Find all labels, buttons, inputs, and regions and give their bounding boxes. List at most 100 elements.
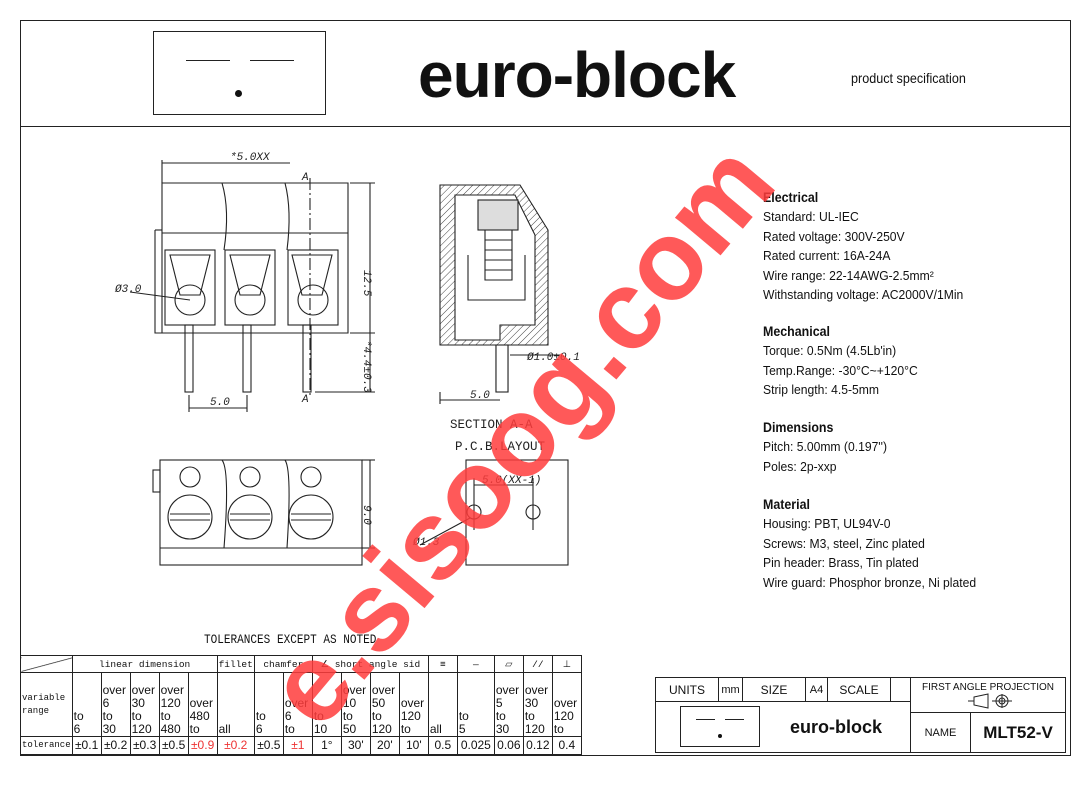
- drawing-frame: [20, 20, 1071, 756]
- spec-line: Screws: M3, steel, Zinc plated: [763, 535, 925, 551]
- first-angle-projection-icon: [968, 692, 1012, 709]
- tolerance-value: 0.06: [493, 736, 524, 755]
- size-label: SIZE: [742, 677, 806, 702]
- spec-line: Temp.Range: -30°C~+120°C: [763, 362, 918, 378]
- dim-pcb-pitch: 5.0(XX-1): [482, 475, 541, 487]
- spec-line: Withstanding voltage: AC2000V/1Min: [763, 287, 964, 303]
- tolerance-value: ±1: [282, 736, 313, 755]
- perpendicularity-icon: ⊥: [551, 655, 582, 673]
- section-view: [439, 184, 560, 404]
- spec-heading: Dimensions: [763, 420, 834, 435]
- title-block-brand: euro-block: [790, 717, 883, 737]
- front-view: [129, 160, 375, 412]
- tolerance-value: ±0.9: [187, 736, 218, 755]
- spec-electrical: Electrical Standard: UL-IEC Rated voltag…: [763, 188, 963, 304]
- flatness-icon: ▱: [493, 655, 524, 673]
- projection-box: FIRST ANGLE PROJECTION: [910, 677, 1066, 713]
- dim-pcb-hole: Ø1.3: [412, 537, 440, 549]
- range-cell: over 480 to: [187, 672, 218, 737]
- spec-heading: Material: [763, 497, 810, 512]
- spec-material: Material Housing: PBT, UL94V-0 Screws: M…: [763, 495, 976, 592]
- terminal-cavity: [287, 249, 339, 326]
- dim-height: 12.5: [360, 270, 372, 297]
- units-value: mm: [718, 677, 743, 702]
- header-divider: [20, 126, 1071, 127]
- group-angle-label: short angle sid: [334, 658, 421, 670]
- spec-line: Wire range: 22-14AWG-2.5mm²: [763, 267, 934, 283]
- logo-dot: [235, 90, 242, 97]
- section-title: SECTION A-A: [450, 418, 533, 432]
- dim-pin-diameter: Ø1.0±0.1: [526, 352, 580, 364]
- tolerance-table: linear dimension fillet chamfer ∠ short …: [20, 655, 582, 755]
- tolerance-value: ±0.2: [216, 736, 255, 755]
- dim-wire-hole: Ø3.0: [114, 284, 142, 296]
- logo-box: [153, 31, 326, 115]
- terminal-cavity: [224, 249, 276, 326]
- range-cell: to 6: [71, 672, 102, 737]
- tolerance-value: 0.4: [551, 736, 582, 755]
- projection-label: FIRST ANGLE PROJECTION: [921, 681, 1055, 693]
- tolerance-value: 30': [340, 736, 371, 755]
- size-value: A4: [805, 677, 828, 702]
- tolerance-value: ±0.3: [129, 736, 160, 755]
- tolerance-value: ±0.1: [71, 736, 102, 755]
- tolerance-title: TOLERANCES EXCEPT AS NOTED: [204, 632, 377, 647]
- range-cell: over 6 to 30: [100, 672, 131, 737]
- range-cell: over 10 to 50: [340, 672, 371, 737]
- dim-depth: 9.0: [360, 505, 372, 525]
- spec-line: Poles: 2p-xxp: [763, 458, 837, 474]
- scale-label: SCALE: [827, 677, 891, 702]
- spec-heading: Mechanical: [763, 324, 830, 339]
- tolerance-value: ±0.5: [158, 736, 189, 755]
- group-fillet: fillet: [216, 655, 255, 673]
- range-label: variable range: [20, 672, 73, 737]
- spec-line: Torque: 0.5Nm (4.5Lb'in): [763, 343, 897, 359]
- range-cell: to 6: [253, 672, 284, 737]
- tolerance-value: 0.025: [456, 736, 495, 755]
- symmetry-icon: ≡: [427, 655, 458, 673]
- units-label: UNITS: [655, 677, 719, 702]
- group-chamfer: chamfer: [253, 655, 313, 673]
- range-cell: to 5: [456, 672, 495, 737]
- angle-icon: ∠: [320, 658, 329, 670]
- section-mark-top: A: [301, 172, 309, 184]
- scale-value: [890, 677, 911, 702]
- product-specification-label: product specification: [851, 70, 966, 86]
- range-cell: over 120 to: [398, 672, 429, 737]
- section-mark-bottom: A: [301, 394, 309, 406]
- spec-line: Wire guard: Phosphor bronze, Ni plated: [763, 574, 977, 590]
- range-cell: over 120 to 480: [158, 672, 189, 737]
- dim-pin-length: *4.4±0.3: [360, 340, 372, 393]
- dim-pitch-total: *5.0XX: [230, 152, 271, 164]
- spec-line: Pin header: Brass, Tin plated: [763, 555, 919, 571]
- range-cell: over 120 to: [551, 672, 582, 737]
- spec-line: Rated voltage: 300V-250V: [763, 228, 905, 244]
- brand-title: euro-block: [418, 39, 736, 111]
- pin: [302, 324, 312, 393]
- spec-heading: Electrical: [763, 190, 819, 205]
- name-label: NAME: [910, 712, 971, 753]
- part-name: MLT52-V: [970, 712, 1066, 753]
- range-cell: over 6 to: [282, 672, 313, 737]
- spec-line: Housing: PBT, UL94V-0: [763, 516, 891, 532]
- technical-drawing: *5.0XX 12.5 *4.4±0.3 5.0 Ø3.0 A A Ø1.0±0…: [114, 152, 580, 566]
- range-cell: all: [427, 672, 458, 737]
- pin: [184, 324, 194, 393]
- pcb-layout-view: [419, 459, 569, 566]
- table-corner: [20, 655, 73, 673]
- tolerance-value: 10': [398, 736, 429, 755]
- range-cell: over 50 to 120: [369, 672, 400, 737]
- straightness-icon: —: [456, 655, 495, 673]
- range-cell: over 30 to 120: [522, 672, 553, 737]
- top-view: [152, 459, 375, 566]
- title-block-logo: [680, 706, 760, 747]
- group-linear: linear dimension: [71, 655, 218, 673]
- spec-line: Strip length: 4.5-5mm: [763, 382, 879, 398]
- range-cell: to 10: [311, 672, 342, 737]
- tolerance-value: 0.12: [522, 736, 553, 755]
- terminal-cavity: [164, 249, 216, 326]
- tolerance-value: 20': [369, 736, 400, 755]
- spec-dimensions: Dimensions Pitch: 5.00mm (0.197'') Poles…: [763, 418, 887, 476]
- tolerance-value: ±0.2: [100, 736, 131, 755]
- tolerance-value: 1°: [311, 736, 342, 755]
